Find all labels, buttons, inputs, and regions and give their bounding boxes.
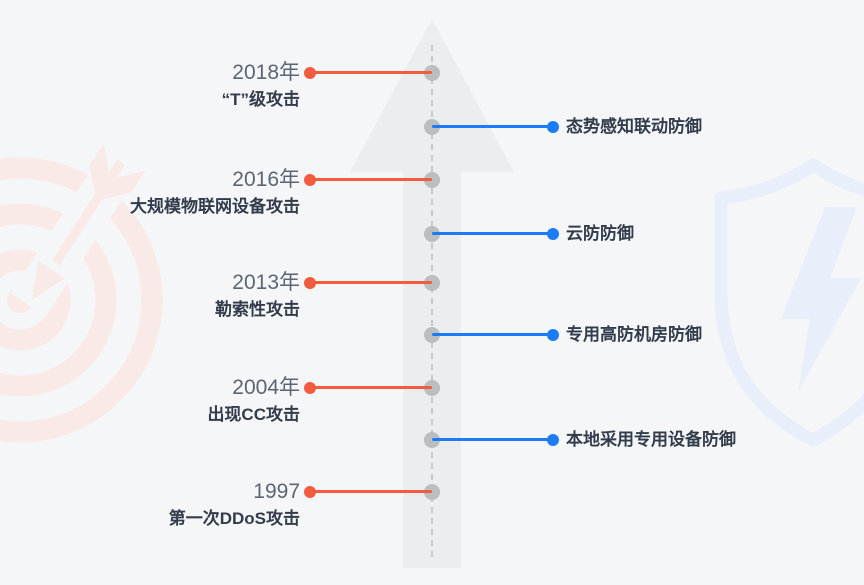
attack-year: 1997 bbox=[253, 480, 300, 503]
attack-label: 第一次DDoS攻击 bbox=[168, 509, 300, 528]
defense-connector-line bbox=[432, 438, 553, 441]
attack-label: “T”级攻击 bbox=[221, 90, 300, 109]
timeline-node bbox=[424, 380, 440, 396]
attack-label: 出现CC攻击 bbox=[207, 405, 300, 424]
attack-connector-line bbox=[310, 490, 432, 493]
attack-year: 2016年 bbox=[232, 168, 300, 191]
timeline-node bbox=[424, 275, 440, 291]
defense-dot bbox=[547, 434, 559, 446]
timeline-node bbox=[424, 484, 440, 500]
attack-connector-line bbox=[310, 386, 432, 389]
attack-dot bbox=[304, 277, 316, 289]
attack-connector-line bbox=[310, 178, 432, 181]
attack-dot bbox=[304, 174, 316, 186]
timeline-node bbox=[424, 65, 440, 81]
attack-label: 勒索性攻击 bbox=[215, 300, 300, 319]
attack-connector-line bbox=[310, 71, 432, 74]
defense-connector-line bbox=[432, 232, 553, 235]
attack-dot bbox=[304, 382, 316, 394]
defense-dot bbox=[547, 329, 559, 341]
defense-label: 专用高防机房防御 bbox=[566, 325, 702, 344]
defense-dot bbox=[547, 228, 559, 240]
attack-connector-line bbox=[310, 281, 432, 284]
attack-year: 2004年 bbox=[232, 376, 300, 399]
attack-year: 2018年 bbox=[232, 61, 300, 84]
attack-dot bbox=[304, 486, 316, 498]
attack-dot bbox=[304, 67, 316, 79]
attack-label: 大规模物联网设备攻击 bbox=[130, 197, 300, 216]
defense-label: 态势感知联动防御 bbox=[566, 117, 702, 136]
defense-connector-line bbox=[432, 125, 553, 128]
defense-label: 本地采用专用设备防御 bbox=[566, 430, 736, 449]
defense-dot bbox=[547, 121, 559, 133]
timeline-node bbox=[424, 172, 440, 188]
defense-connector-line bbox=[432, 333, 553, 336]
defense-label: 云防防御 bbox=[566, 224, 634, 243]
attack-year: 2013年 bbox=[232, 271, 300, 294]
